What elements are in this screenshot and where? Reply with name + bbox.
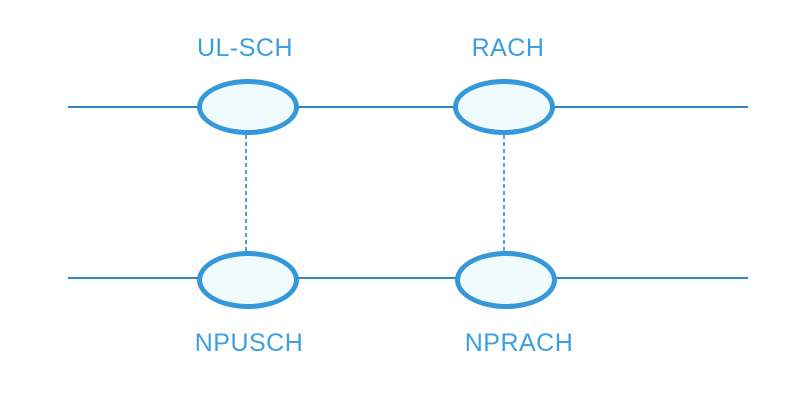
node-label-rach: RACH [471,34,545,62]
bottom-horizontal-line [68,277,748,279]
top-horizontal-line [68,106,748,108]
ulsch-npusch-dashed-link [245,135,247,252]
node-ellipse-ul-sch [197,79,299,135]
node-label-npusch: NPUSCH [194,329,304,357]
node-ellipse-nprach [455,251,557,309]
rach-nprach-dashed-link [503,135,505,252]
node-ellipse-npusch [197,251,299,309]
node-label-nprach: NPRACH [464,329,574,357]
node-ellipse-rach [453,79,555,135]
node-label-ul-sch: UL-SCH [196,34,294,62]
